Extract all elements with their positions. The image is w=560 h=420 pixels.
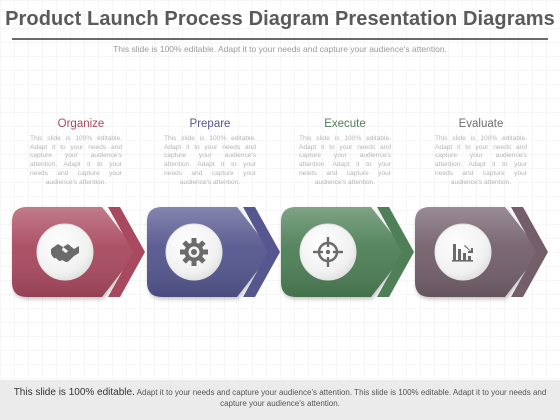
- step-arrow-execute: [281, 207, 414, 297]
- step-title-evaluate: Evaluate: [458, 118, 504, 130]
- step-description-evaluate: This slide is 100% editable. Adapt it to…: [435, 135, 527, 186]
- slide-subtitle: This slide is 100% editable. Adapt it to…: [113, 44, 447, 54]
- step-title-organize: Organize: [57, 118, 105, 130]
- title-divider: [12, 38, 548, 40]
- step-arrow-evaluate: [415, 207, 548, 297]
- footer-text: Adapt it to your needs and capture your …: [134, 388, 547, 408]
- step-description-execute: This slide is 100% editable. Adapt it to…: [299, 135, 391, 186]
- bar-chart-icon: [452, 244, 473, 262]
- slide-title: Product Launch Process Diagram Presentat…: [5, 8, 555, 30]
- step-title-prepare: Prepare: [189, 118, 231, 130]
- target-icon: [313, 237, 343, 267]
- step-description-organize: This slide is 100% editable. Adapt it to…: [30, 135, 122, 186]
- handshake-icon: [51, 244, 79, 262]
- footer-bar: This slide is 100% editable. Adapt it to…: [0, 380, 560, 420]
- step-title-execute: Execute: [324, 118, 366, 130]
- process-diagram: [12, 207, 548, 297]
- background-grid: [0, 0, 560, 380]
- footer-lead-text: This slide is 100% editable.: [13, 387, 135, 398]
- gear-icon: [180, 238, 208, 266]
- step-arrow-prepare: [147, 207, 280, 297]
- step-description-prepare: This slide is 100% editable. Adapt it to…: [164, 135, 256, 186]
